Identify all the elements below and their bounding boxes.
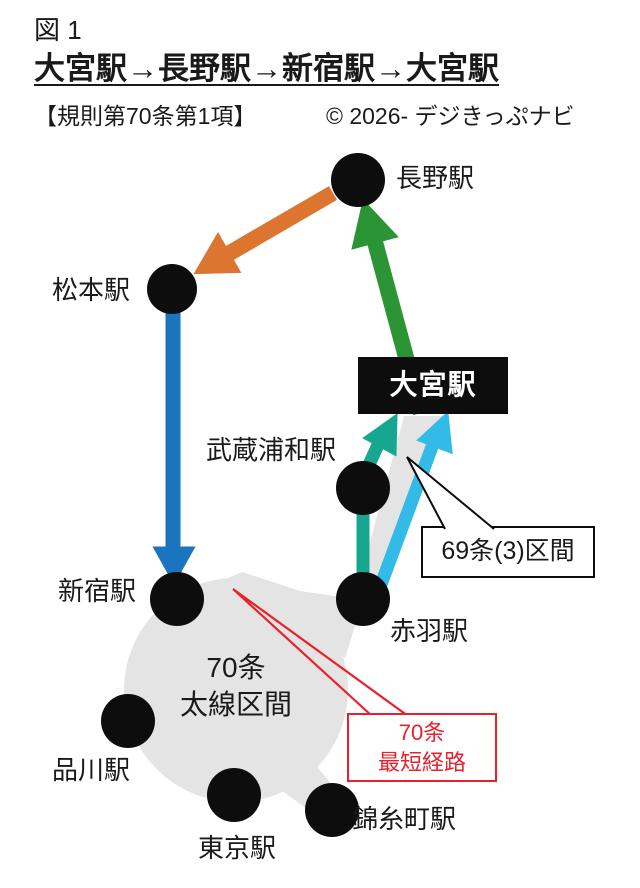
station-label-shinjuku: 新宿駅 xyxy=(58,576,137,606)
bold-zone-label-line1: 70条 xyxy=(206,652,266,683)
station-label-omiya: 大宮駅 xyxy=(389,369,477,401)
callout70-text-line1: 70条 xyxy=(398,719,446,745)
station-dot-shinagawa xyxy=(101,694,155,748)
figure-number: 図 1 xyxy=(34,15,82,45)
callout70-box xyxy=(347,713,497,782)
station-dot-tokyo xyxy=(207,768,261,822)
route-nagano-to-matsumoto-arrow xyxy=(193,186,338,275)
station-label-kinshicho: 錦糸町駅 xyxy=(352,804,457,834)
callout70-text: 70条 最短経路 xyxy=(348,714,496,781)
callout70-text-line2: 最短経路 xyxy=(377,749,466,775)
station-label-nagano: 長野駅 xyxy=(396,163,475,193)
route-matsumoto-to-shinjuku-arrow xyxy=(152,310,196,586)
station-dot-nagano xyxy=(331,153,385,207)
station-dot-musashi-urawa xyxy=(336,461,390,515)
route-title: 大宮駅→長野駅→新宿駅→大宮駅 xyxy=(34,51,499,86)
callout69-box xyxy=(421,526,595,578)
bold-zone-label-line2: 太線区間 xyxy=(179,688,292,720)
callout70-leader-lines xyxy=(232,588,409,717)
station-dot-kinshicho xyxy=(305,783,359,837)
station-label-musashi-urawa: 武蔵浦和駅 xyxy=(206,435,337,465)
station-label-akabane: 赤羽駅 xyxy=(390,616,469,646)
station-dot-matsumoto xyxy=(147,264,197,314)
station-label-shinagawa: 品川駅 xyxy=(52,755,131,785)
omiya-station-box xyxy=(358,357,508,414)
rule-reference: 【規則第70条第1項】 xyxy=(34,103,257,129)
callout69-pointer xyxy=(406,456,495,530)
station-dots xyxy=(101,153,390,837)
station-label-matsumoto: 松本駅 xyxy=(52,275,131,305)
bold-zone-label: 70条 太線区間 xyxy=(158,650,314,724)
station-dot-shinjuku xyxy=(150,572,204,626)
callout69-text: 69条(3)区間 xyxy=(441,537,575,566)
station-label-tokyo: 東京駅 xyxy=(198,833,277,863)
station-dot-akabane xyxy=(336,572,390,626)
copyright-notice: © 2026- デジきっぷナビ xyxy=(326,103,575,129)
